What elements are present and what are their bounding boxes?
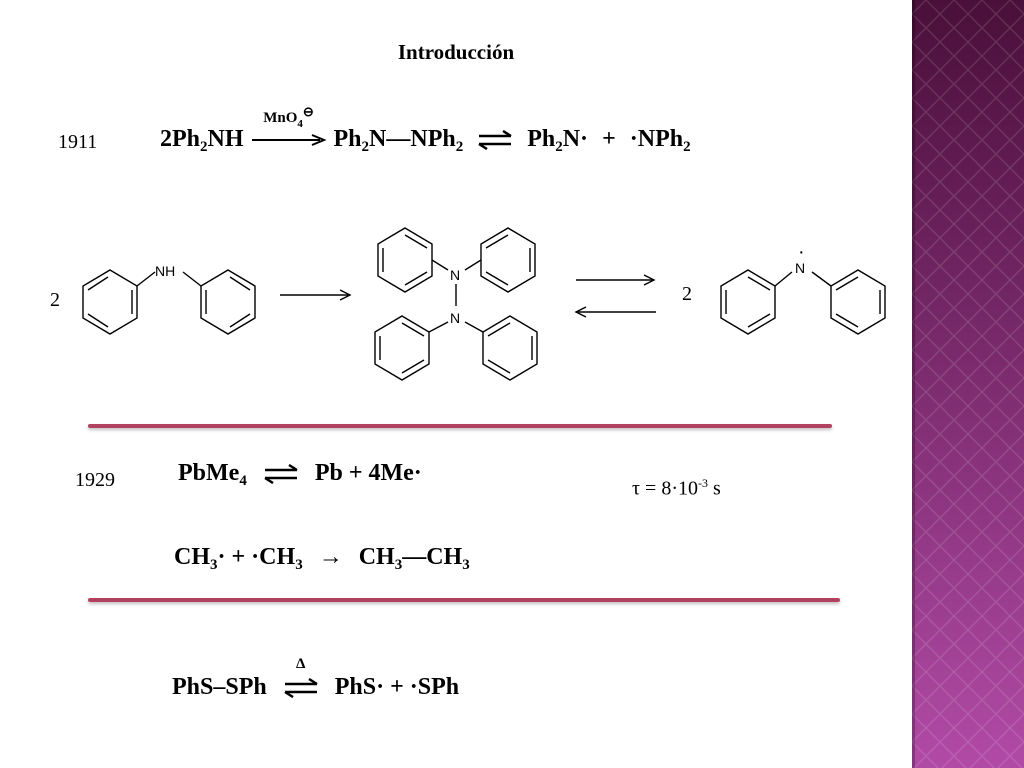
radical-dot: · xyxy=(798,241,805,263)
divider-2 xyxy=(88,598,840,602)
equation-1929: PbMe4 Pb + 4Me· xyxy=(178,460,422,489)
decorative-sidebar xyxy=(912,0,1024,768)
coefficient-right: 2 xyxy=(682,283,692,305)
year-1911: 1911 xyxy=(58,131,98,153)
equilibrium-arrow xyxy=(475,130,515,151)
nh-label: NH xyxy=(155,263,175,279)
divider-1 xyxy=(88,424,832,428)
reaction-arrow: MnO4⊖ xyxy=(250,104,328,150)
equilibrium-arrow-3: Δ xyxy=(281,656,321,699)
year-1929: 1929 xyxy=(75,469,115,491)
equation-methyl: CH3· + ·CH3 → CH3—CH3 xyxy=(174,544,470,573)
n-label-bottom: N xyxy=(450,310,460,326)
equation-1911: 2Ph2NH MnO4⊖ Ph2N—NPh2 Ph2N· + ·NPh2 xyxy=(160,104,691,155)
equilibrium-arrow-2 xyxy=(261,464,301,485)
n-label-top: N xyxy=(450,267,460,283)
equation-disulfide: PhS–SPh Δ PhS· + ·SPh xyxy=(172,656,460,700)
lifetime: τ = 8·10-3 s xyxy=(632,476,721,500)
structures-diagram: NH N N N · xyxy=(82,227,886,381)
coefficient-left: 2 xyxy=(50,289,60,311)
slide-title: Introducción xyxy=(397,40,515,64)
n-label-radical: N xyxy=(795,260,805,276)
